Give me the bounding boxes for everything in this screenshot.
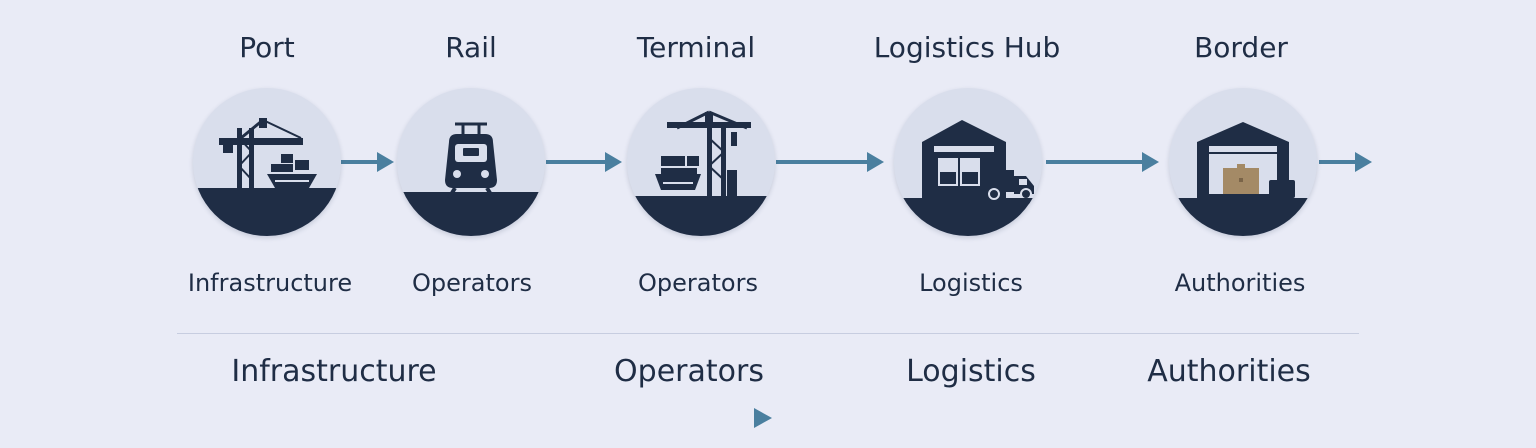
stage-title-logistics-hub: Logistics Hub bbox=[873, 31, 1061, 64]
arrow-rail-to-terminal bbox=[546, 152, 622, 172]
stage-title-rail: Rail bbox=[445, 31, 497, 64]
arrow-terminal-to-hub bbox=[776, 152, 884, 172]
stage-title-port: Port bbox=[239, 31, 295, 64]
stage-role-rail: Operators bbox=[412, 269, 532, 297]
stage-role-terminal: Operators bbox=[638, 269, 758, 297]
stage-role-logistics-hub: Logistics bbox=[919, 269, 1023, 297]
terminal-crane-icon bbox=[627, 88, 775, 236]
bottom-label-operators: Operators bbox=[614, 354, 764, 389]
stage-title-border: Border bbox=[1194, 31, 1288, 64]
bottom-label-infrastructure: Infrastructure bbox=[231, 354, 437, 389]
train-icon bbox=[397, 88, 545, 236]
bottom-label-authorities: Authorities bbox=[1147, 354, 1311, 389]
divider-line bbox=[177, 333, 1359, 334]
arrow-hub-to-border bbox=[1046, 152, 1159, 172]
stage-role-border: Authorities bbox=[1174, 269, 1306, 297]
arrow-border-out bbox=[1319, 152, 1372, 172]
stage-role-port: Infrastructure bbox=[187, 269, 353, 297]
customs-warehouse-icon bbox=[1169, 88, 1317, 236]
bottom-label-logistics: Logistics bbox=[906, 354, 1036, 389]
warehouse-truck-icon bbox=[894, 88, 1042, 236]
stage-title-terminal: Terminal bbox=[636, 31, 756, 64]
arrow-port-to-rail bbox=[341, 152, 394, 172]
bottom-flow-arrow-left bbox=[182, 408, 772, 428]
port-crane-ship-icon bbox=[193, 88, 341, 236]
